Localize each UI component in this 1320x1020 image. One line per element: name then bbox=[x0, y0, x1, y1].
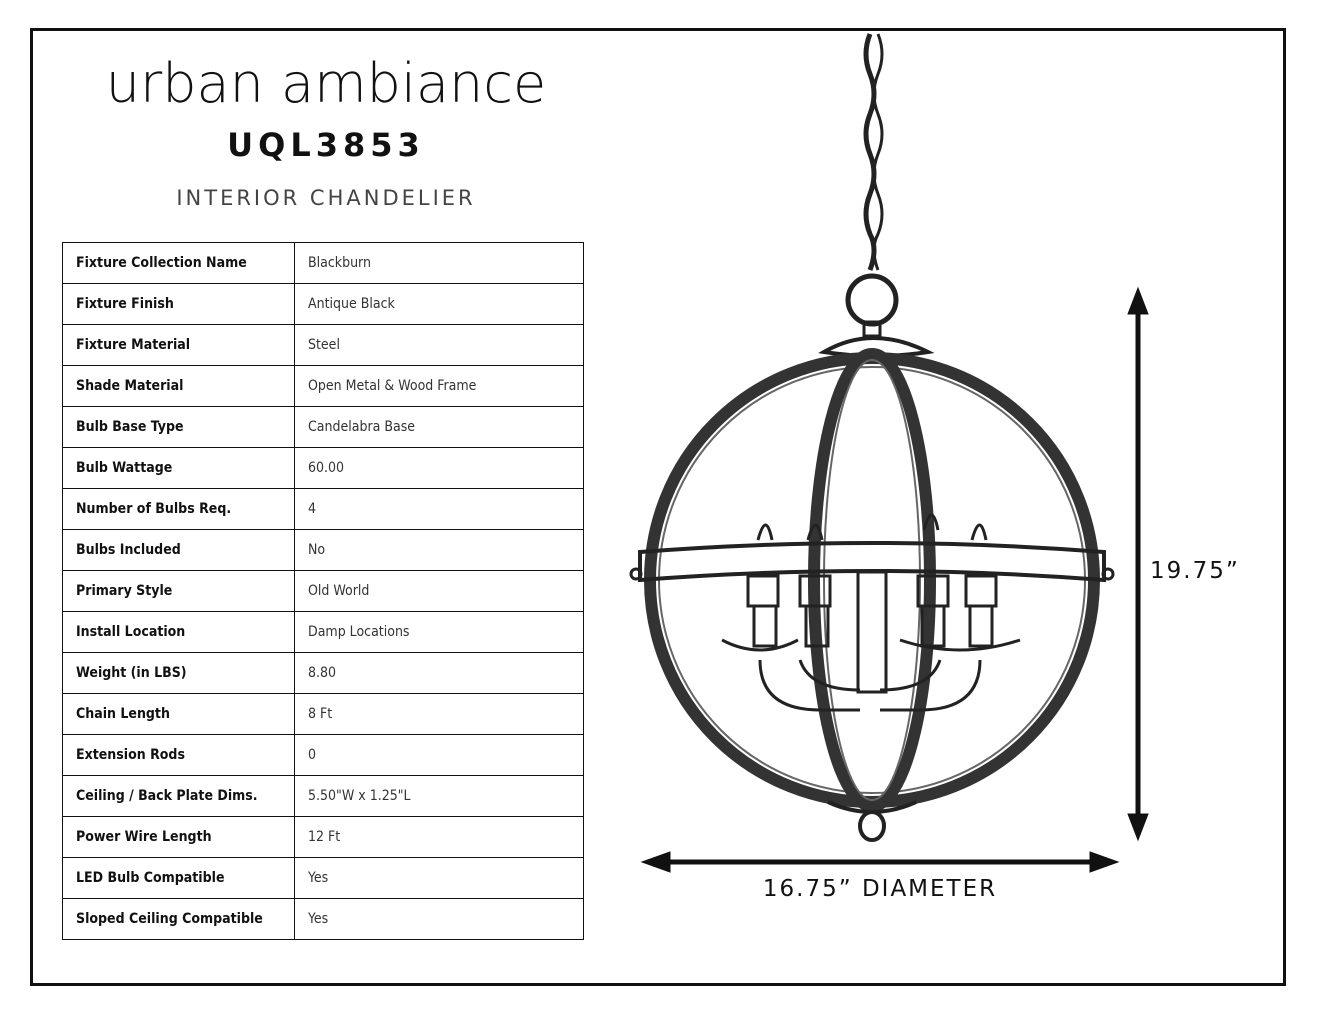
spec-label: Sloped Ceiling Compatible bbox=[62, 898, 295, 940]
candle-arms bbox=[721, 513, 1021, 712]
spec-value: Blackburn bbox=[294, 242, 584, 284]
spec-label: Bulb Base Type bbox=[62, 406, 295, 448]
chain-icon bbox=[863, 33, 884, 271]
spec-label: Ceiling / Back Plate Dims. bbox=[62, 775, 295, 817]
spec-label: Shade Material bbox=[62, 365, 295, 407]
horizontal-band bbox=[638, 541, 1106, 583]
arrow-down-icon bbox=[1127, 813, 1149, 842]
spec-row: Weight (in LBS)8.80 bbox=[62, 652, 584, 694]
spec-label: Number of Bulbs Req. bbox=[62, 488, 295, 530]
spec-label: Fixture Collection Name bbox=[62, 242, 295, 284]
spec-value: 4 bbox=[294, 488, 584, 530]
page-border bbox=[30, 28, 1286, 986]
arrow-up-icon bbox=[1127, 286, 1149, 315]
vertical-ring bbox=[808, 348, 936, 812]
spec-value: Open Metal & Wood Frame bbox=[294, 365, 584, 407]
spec-label: LED Bulb Compatible bbox=[62, 857, 295, 899]
height-dimension: 19.75” bbox=[1150, 558, 1240, 584]
spec-label: Install Location bbox=[62, 611, 295, 653]
chandelier-illustration bbox=[629, 33, 1149, 873]
spec-value: Antique Black bbox=[294, 283, 584, 325]
spec-value: Yes bbox=[294, 898, 584, 940]
model-number: UQL3853 bbox=[227, 126, 425, 164]
spec-row: Ceiling / Back Plate Dims.5.50"W x 1.25"… bbox=[62, 775, 584, 817]
spec-row: Number of Bulbs Req.4 bbox=[62, 488, 584, 530]
finial bbox=[858, 810, 886, 842]
spec-value: Old World bbox=[294, 570, 584, 612]
spec-label: Extension Rods bbox=[62, 734, 295, 776]
spec-value: 0 bbox=[294, 734, 584, 776]
arrow-right-icon bbox=[1089, 851, 1120, 873]
spec-value: Steel bbox=[294, 324, 584, 366]
spec-value: No bbox=[294, 529, 584, 571]
spec-value: 8 Ft bbox=[294, 693, 584, 735]
spec-value: 60.00 bbox=[294, 447, 584, 489]
spec-value: Yes bbox=[294, 857, 584, 899]
outer-ring bbox=[644, 352, 1100, 808]
width-dimension: 16.75” DIAMETER bbox=[762, 876, 998, 902]
brand-logo: urban ambiance bbox=[105, 52, 547, 115]
spec-value: 8.80 bbox=[294, 652, 584, 694]
spec-label: Power Wire Length bbox=[62, 816, 295, 858]
spec-label: Fixture Material bbox=[62, 324, 295, 366]
spec-label: Chain Length bbox=[62, 693, 295, 735]
spec-label: Fixture Finish bbox=[62, 283, 295, 325]
spec-label: Bulbs Included bbox=[62, 529, 295, 571]
spec-value: 5.50"W x 1.25"L bbox=[294, 775, 584, 817]
spec-value: Damp Locations bbox=[294, 611, 584, 653]
spec-label: Primary Style bbox=[62, 570, 295, 612]
spec-label: Bulb Wattage bbox=[62, 447, 295, 489]
spec-label: Weight (in LBS) bbox=[62, 652, 295, 694]
hanging-loop bbox=[845, 273, 899, 327]
arrow-left-icon bbox=[640, 851, 671, 873]
spec-value: 12 Ft bbox=[294, 816, 584, 858]
product-type: INTERIOR CHANDELIER bbox=[176, 186, 476, 210]
spec-value: Candelabra Base bbox=[294, 406, 584, 448]
